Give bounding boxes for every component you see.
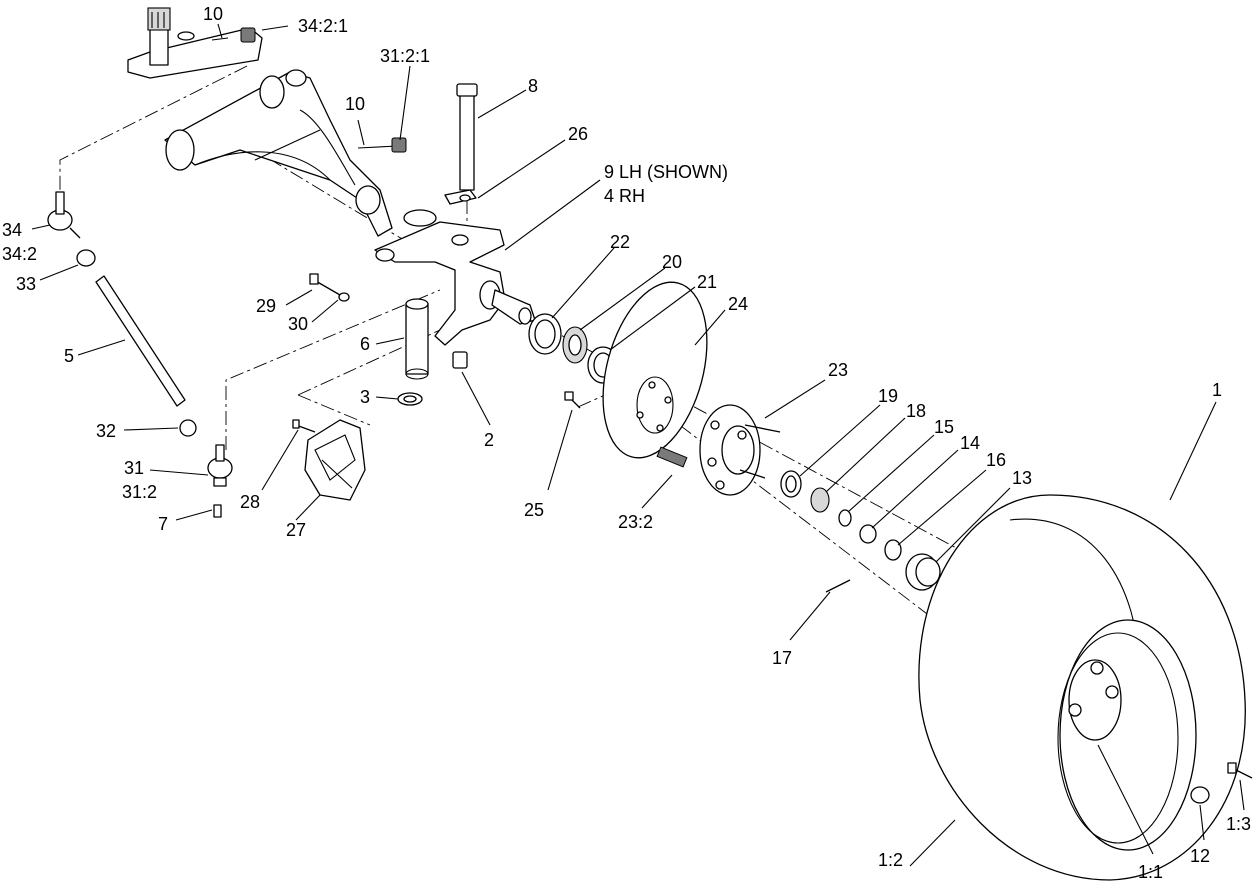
callout-14: 14: [960, 433, 980, 453]
callout-31-2-1: 31:2:1: [380, 46, 430, 66]
callout-27: 27: [286, 520, 306, 540]
lug-nut-12: [1190, 786, 1210, 804]
jam-nut-32: [179, 419, 197, 437]
bolt-29: [309, 273, 341, 296]
dust-cap-13: [905, 553, 941, 591]
callout-21: 21: [697, 272, 717, 292]
callout-31: 31: [124, 458, 144, 478]
tie-rod-end-34: [47, 191, 81, 239]
callout-9-lh: 9 LH (SHOWN): [604, 162, 728, 182]
hub-23: [699, 404, 781, 496]
king-pin-bolt: [456, 83, 478, 191]
callout-25: 25: [524, 500, 544, 520]
callout-22: 22: [610, 232, 630, 252]
callout-33: 33: [16, 274, 36, 294]
callout-23: 23: [828, 360, 848, 380]
spindle-knuckle: [374, 209, 536, 346]
callout-10-frame: 10: [345, 94, 365, 114]
cotter-pin-17: [825, 579, 851, 593]
bearing-18: [810, 487, 830, 513]
brake-caliper-27: [304, 419, 366, 501]
callout-4-rh: 4 RH: [604, 186, 645, 206]
callout-32: 32: [96, 421, 116, 441]
callout-23-2: 23:2: [618, 512, 653, 532]
nut-2: [452, 351, 468, 369]
callout-8: 8: [528, 76, 538, 96]
callout-28: 28: [240, 492, 260, 512]
callout-5: 5: [64, 346, 74, 366]
fitting-28: [292, 419, 316, 433]
callout-labels: 10 34:2:1 31:2:1 10 8 26 9 LH (SHOWN) 4 …: [2, 4, 1251, 882]
callout-15: 15: [934, 417, 954, 437]
nut-14: [859, 524, 877, 544]
bearing-race-19: [780, 470, 802, 498]
callout-1: 1: [1212, 380, 1222, 400]
axle-frame: [164, 69, 393, 237]
callout-26: 26: [568, 124, 588, 144]
leader-lines: [31, 23, 1245, 867]
callout-29: 29: [256, 296, 276, 316]
callout-19: 19: [878, 386, 898, 406]
jam-nut-33: [76, 249, 96, 267]
callout-2: 2: [484, 430, 494, 450]
callout-24: 24: [728, 294, 748, 314]
bearing-20: [562, 326, 588, 364]
callout-1-1: 1:1: [1138, 862, 1163, 882]
callout-3: 3: [360, 387, 370, 407]
callout-34: 34: [2, 220, 22, 240]
pitman-arm: [127, 7, 263, 79]
washer-15: [838, 509, 852, 527]
callout-18: 18: [906, 401, 926, 421]
washer-30: [338, 292, 350, 302]
callout-16: 16: [986, 450, 1006, 470]
callout-13: 13: [1012, 468, 1032, 488]
brake-rotor-24: [602, 281, 708, 459]
grease-fitting-7: [213, 504, 222, 518]
tie-rod-end-31: [207, 444, 233, 487]
callout-20: 20: [662, 252, 682, 272]
callout-1-3: 1:3: [1226, 814, 1251, 834]
nut-31-2-1: [391, 137, 407, 153]
washer-26: [444, 189, 477, 205]
callout-12: 12: [1190, 846, 1210, 866]
bolt-10-upper: [357, 145, 399, 149]
callout-10-pitman: 10: [203, 4, 223, 24]
bolt-25: [564, 391, 581, 409]
washer-3: [397, 392, 423, 406]
callout-30: 30: [288, 314, 308, 334]
nut-retainer-16: [884, 539, 902, 561]
callout-17: 17: [772, 648, 792, 668]
callout-31-2: 31:2: [122, 482, 157, 502]
valve-stem-1-3: [1227, 762, 1253, 779]
callout-34-2: 34:2: [2, 244, 37, 264]
callout-34-2-1: 34:2:1: [298, 16, 348, 36]
callout-6: 6: [360, 334, 370, 354]
callout-1-2: 1:2: [878, 850, 903, 870]
callout-7: 7: [158, 514, 168, 534]
seal-22: [528, 313, 562, 355]
wheel-stud-23-2: [656, 446, 688, 468]
bushing-6: [405, 298, 429, 380]
tire-wheel-1: [918, 494, 1246, 881]
tie-rod-5: [95, 275, 186, 407]
castle-nut-34-2-1: [240, 27, 256, 43]
